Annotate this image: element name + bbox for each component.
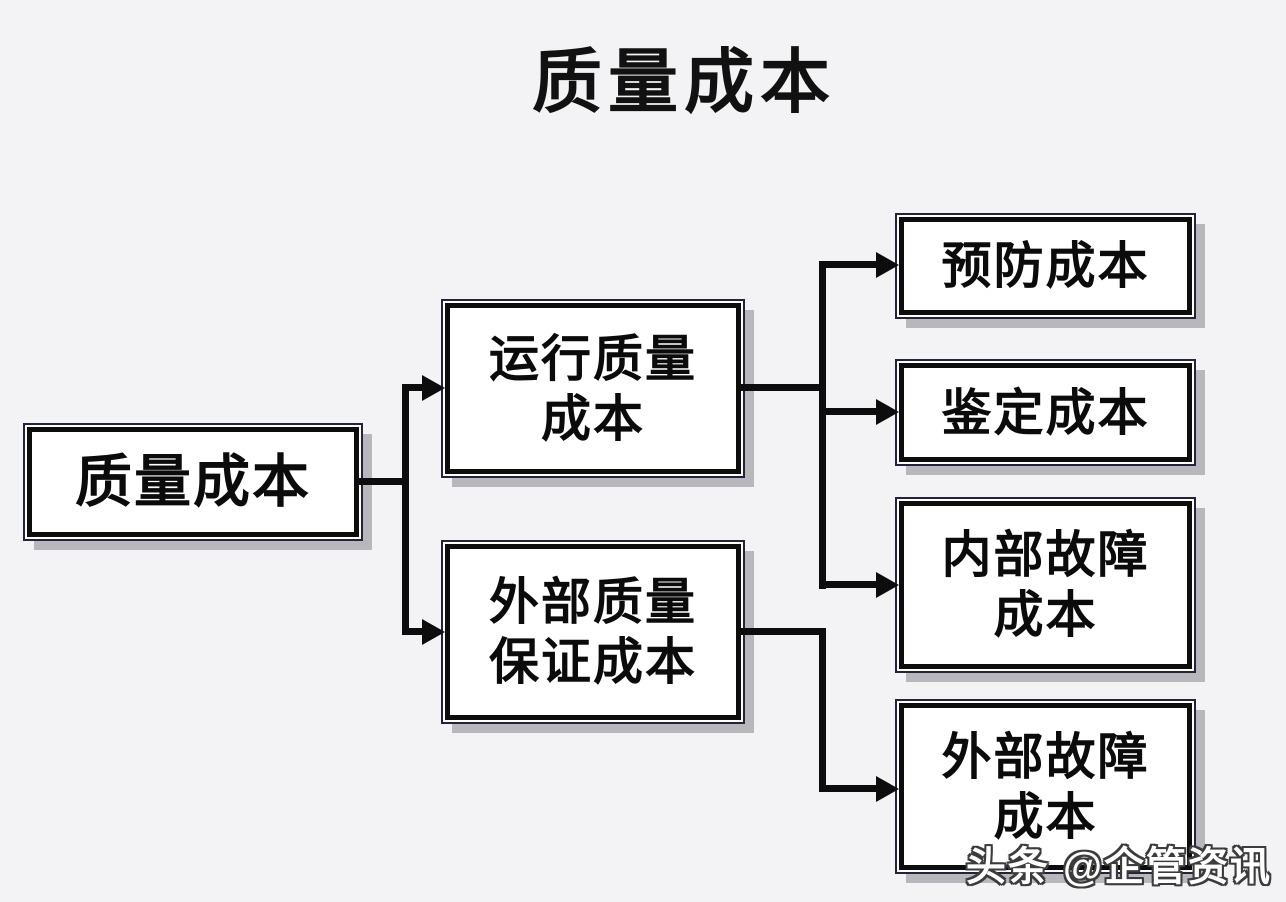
node-external-failure-cost-label: 外部故障 成本 [941,728,1150,845]
connector-assurance-trunk [819,628,826,792]
node-internal-failure-cost: 内部故障 成本 [899,501,1192,669]
arrowhead-icon-prevention [876,252,899,278]
node-quality-cost: 质量成本 [27,427,359,537]
node-operating-quality-cost: 运行质量 成本 [445,303,741,474]
diagram-title: 质量成本 [532,43,836,121]
node-external-failure-cost: 外部故障 成本 [899,703,1192,870]
arrowhead-icon-appraisal [876,399,899,425]
node-external-quality-assurance-cost: 外部质量 保证成本 [445,544,741,720]
arrowhead-icon-external-failure [876,776,899,802]
connector-arm-appraisal [819,408,877,415]
node-operating-quality-cost-label: 运行质量 成本 [489,330,697,447]
arrowhead-icon-operating [422,375,445,401]
connector-root-trunk [402,384,409,635]
connector-assurance-stem [741,628,826,635]
connector-arm-prevention [819,261,877,268]
node-appraisal-cost: 鉴定成本 [899,363,1192,462]
connector-arm-external-assurance [402,628,424,635]
connector-operating-stem [741,384,826,391]
node-external-quality-assurance-cost-label: 外部质量 保证成本 [489,574,697,690]
arrowhead-icon-external-assurance [422,619,445,645]
connector-arm-internal-failure [819,581,877,588]
node-prevention-cost-label: 预防成本 [941,238,1150,294]
node-internal-failure-cost-label: 内部故障 成本 [941,527,1150,643]
connector-operating-trunk [819,261,826,589]
arrowhead-icon-internal-failure [876,572,899,598]
connector-root-stem [358,478,406,485]
connector-arm-external-failure [819,785,877,792]
connector-arm-operating [402,384,424,391]
node-appraisal-cost-label: 鉴定成本 [941,384,1150,441]
node-quality-cost-label: 质量成本 [75,449,311,514]
watermark: 头条 @企管资讯 [965,845,1272,889]
node-prevention-cost: 预防成本 [899,217,1192,315]
